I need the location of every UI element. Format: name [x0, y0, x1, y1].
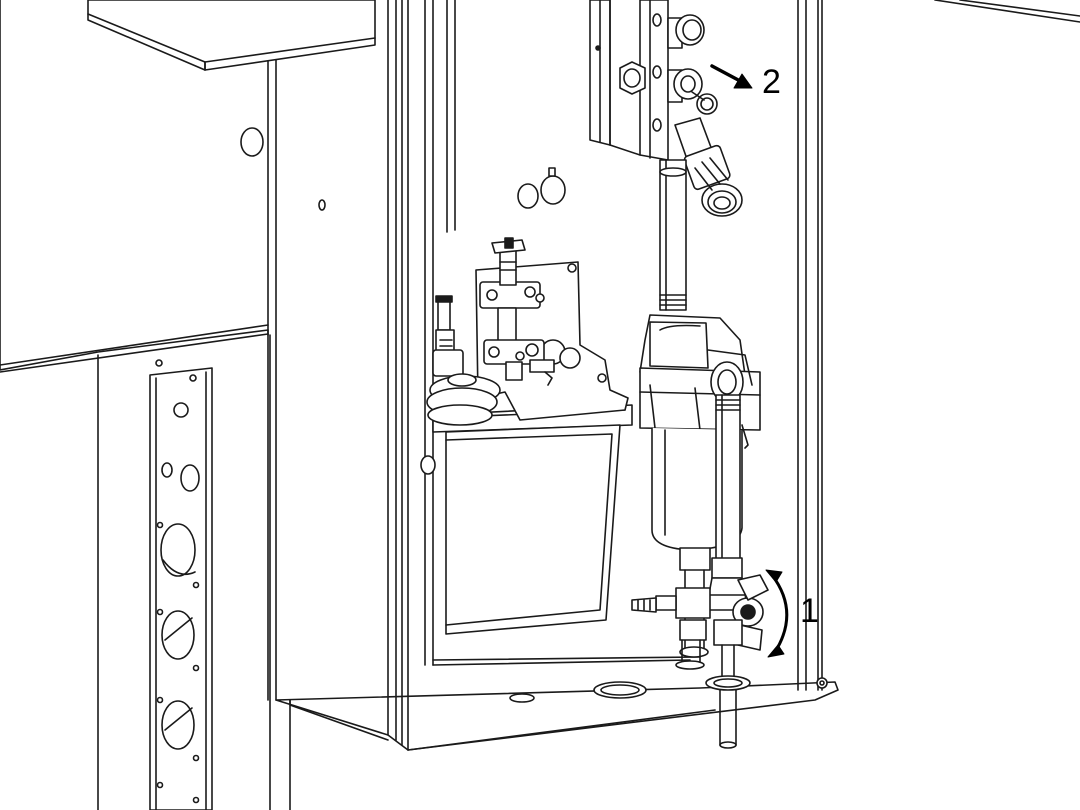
panel-hole-right — [540, 175, 566, 205]
solenoid-valve — [479, 237, 555, 386]
door-latch — [420, 455, 436, 475]
panel-hole-tab — [548, 167, 556, 177]
left-cabinet-wall — [0, 0, 291, 810]
top-right-panel-edge — [934, 0, 1080, 23]
cutout-plate — [149, 359, 213, 810]
callout-arrow-2 — [710, 64, 753, 89]
pipe-coupling — [674, 117, 743, 217]
top-right-panel-edge-2 — [959, 0, 1080, 17]
return-pipe — [715, 394, 741, 561]
supply-pipe — [659, 159, 687, 311]
wall-hole-large — [240, 127, 264, 157]
callout-label-1: 1 — [800, 592, 819, 630]
top-overhang-box — [87, 0, 376, 71]
wall-hole-small — [318, 199, 326, 211]
fitting-nut-left — [619, 61, 646, 95]
quick-connector-2 — [667, 68, 718, 115]
ball-valve-1 — [631, 557, 769, 749]
reservoir-tank — [432, 404, 633, 635]
callout-label-2: 2 — [762, 63, 781, 101]
panel-hole-left — [517, 183, 539, 209]
cabinet-frame — [275, 0, 839, 751]
cap-fitting-top — [667, 14, 705, 49]
pump-motor — [426, 295, 501, 426]
top-rail — [589, 0, 669, 161]
callout-arrow-1 — [765, 569, 789, 658]
